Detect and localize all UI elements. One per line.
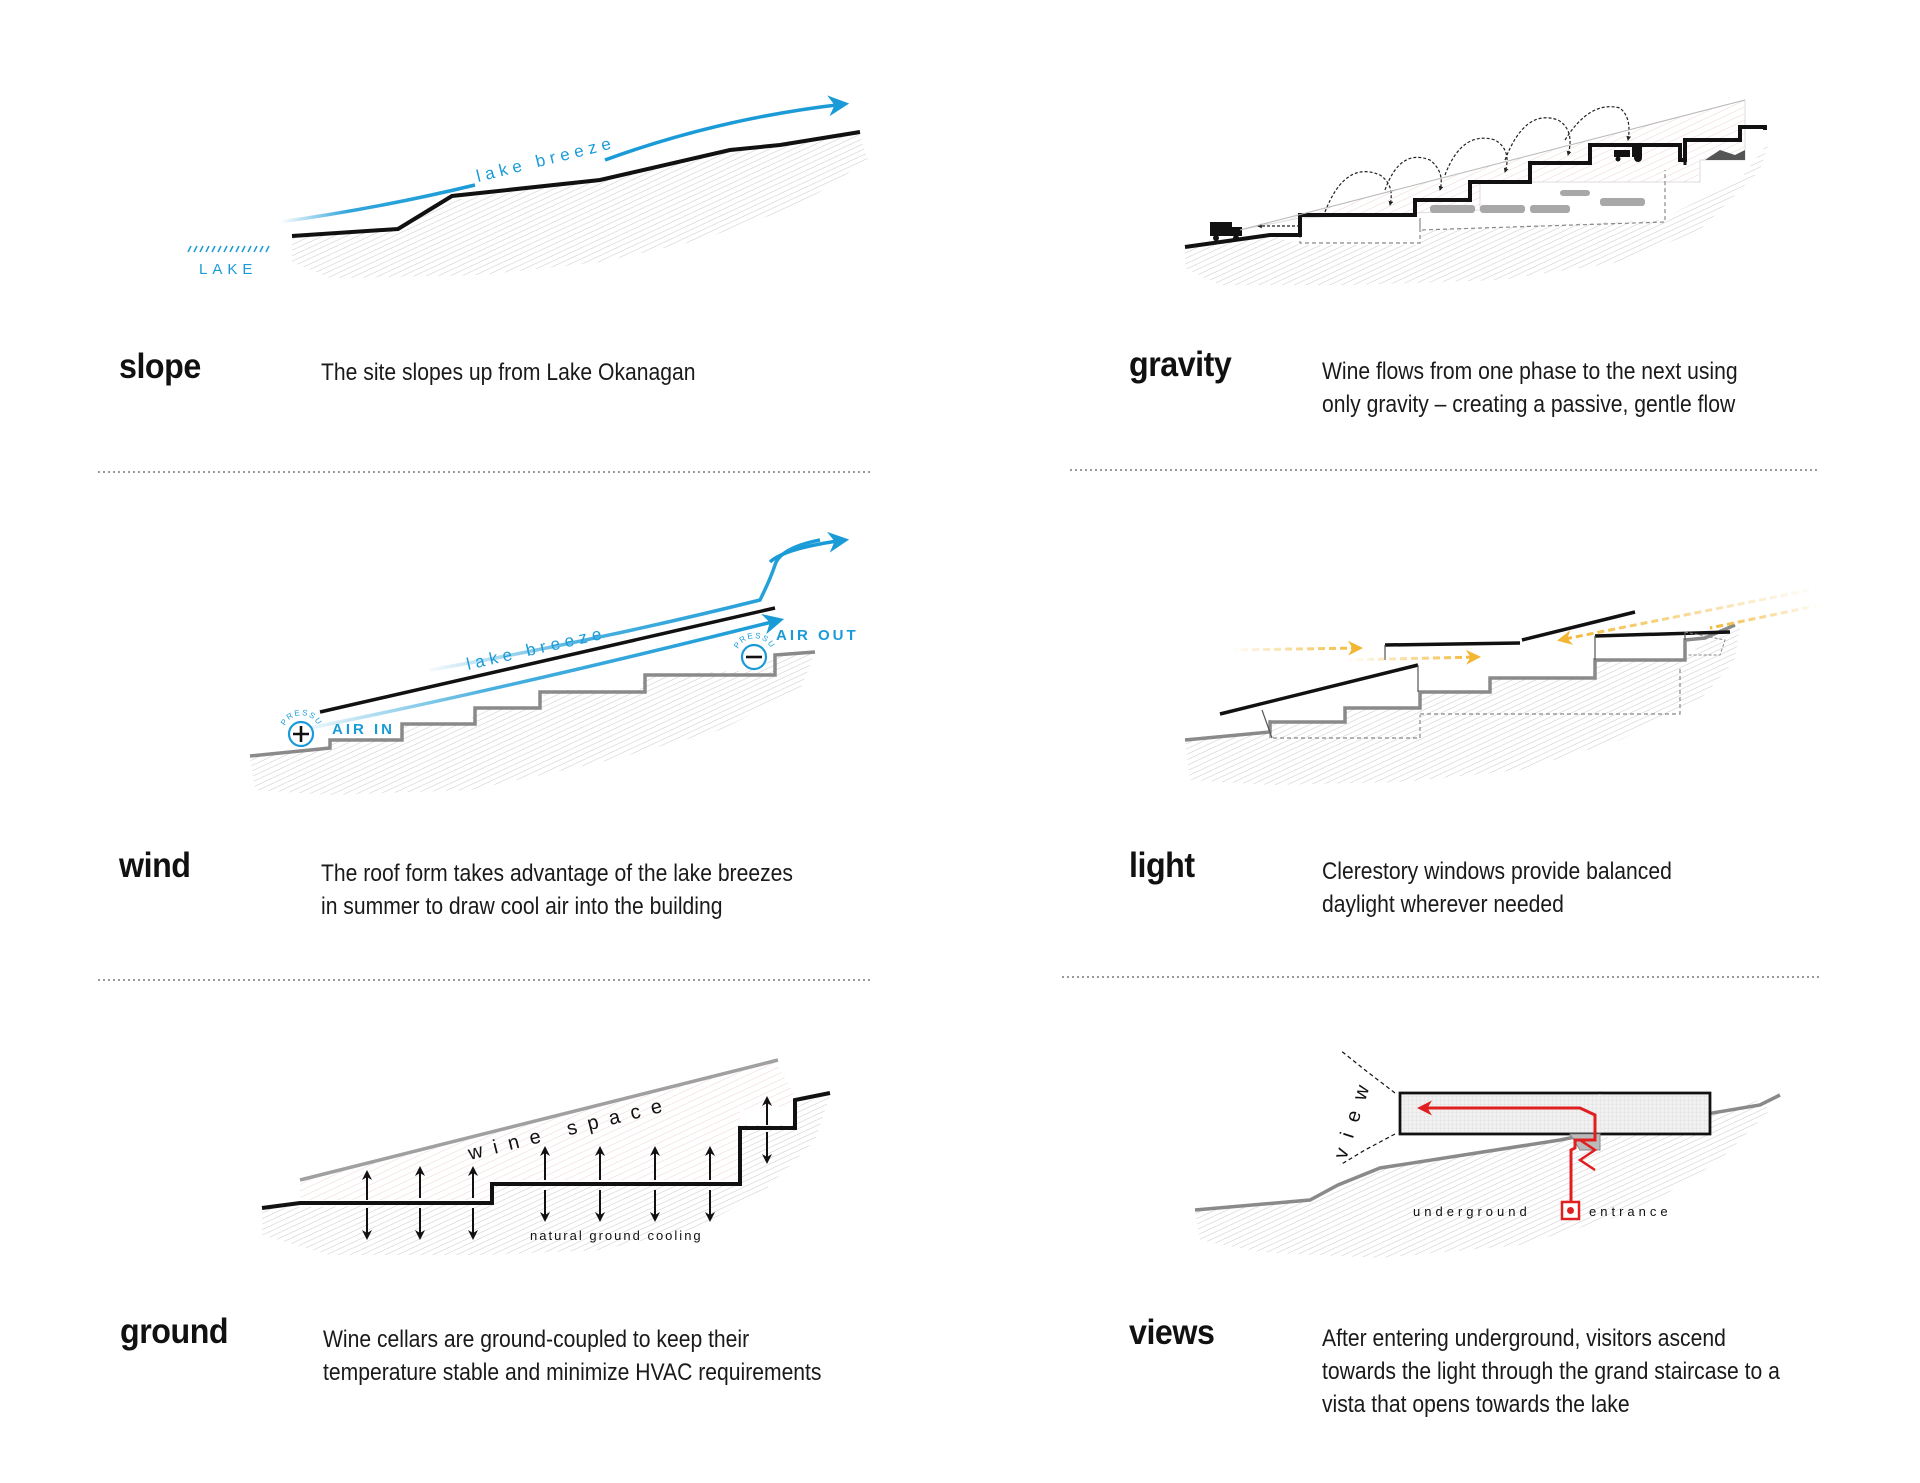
light-step-line xyxy=(1184,623,1736,742)
ground-cooling-label: natural ground cooling xyxy=(530,1228,703,1243)
air-out-label: AIR OUT xyxy=(776,627,859,644)
ground-soil-hatch xyxy=(262,1095,830,1255)
slope-breeze-label: lake breeze xyxy=(474,133,617,186)
light-title: light xyxy=(1129,846,1195,885)
light-diagram xyxy=(1184,586,1821,785)
wind-step-line xyxy=(249,650,816,758)
gravity-diagram xyxy=(1184,99,1770,285)
light-roof-1 xyxy=(1219,663,1419,716)
gravity-ground-hatch xyxy=(1185,140,1770,285)
light-description: Clerestory windows provide balanced dayl… xyxy=(1322,858,1672,918)
gravity-description: Wine flows from one phase to the next us… xyxy=(1322,358,1738,418)
tractor-icon xyxy=(1614,146,1642,162)
views-route-line xyxy=(1417,1100,1597,1208)
views-ground-line xyxy=(1194,1093,1781,1212)
ground-description: Wine cellars are ground-coupled to keep … xyxy=(323,1326,822,1386)
slope-title: slope xyxy=(119,347,201,386)
wind-title: wind xyxy=(119,846,191,885)
svg-text:PRESSURE: PRESSURE xyxy=(0,0,777,650)
dividers xyxy=(98,469,1822,981)
views-ground-hatch xyxy=(1195,1100,1770,1258)
slope-breeze-arrow xyxy=(279,183,476,224)
truck-icon xyxy=(1210,222,1242,241)
lake-label: LAKE xyxy=(199,261,257,278)
light-roof-3 xyxy=(1521,610,1636,642)
wind-roof-line xyxy=(319,606,776,714)
ground-roof-line xyxy=(299,1058,779,1182)
view-label: view xyxy=(1330,1071,1378,1162)
wind-diagram: lake breeze PRESSURE AIR IN PRESSURE AIR… xyxy=(0,0,859,795)
air-in-label: AIR IN xyxy=(332,721,395,738)
views-description: After entering underground, visitors asc… xyxy=(1322,1325,1780,1418)
slope-ground-hatch xyxy=(292,135,868,278)
gravity-step-line xyxy=(1184,125,1767,249)
wind-ground-hatch xyxy=(250,652,815,795)
wind-description: The roof form takes advantage of the lak… xyxy=(321,860,793,920)
light-roof-4 xyxy=(1594,630,1731,638)
sunlight-rays xyxy=(1229,586,1821,665)
lake-waves-icon xyxy=(187,245,270,253)
slope-diagram: lake breeze LAKE xyxy=(187,95,868,278)
ground-wine-space xyxy=(300,1060,800,1200)
ground-diagram: wine space natural ground cooling xyxy=(261,1058,831,1255)
ground-title: ground xyxy=(120,1312,229,1351)
light-roof-2 xyxy=(1384,641,1521,647)
ground-floor-line xyxy=(261,1091,831,1210)
slope-description: The site slopes up from Lake Okanagan xyxy=(321,359,696,386)
views-building-box xyxy=(1398,1091,1602,1136)
slope-ground-line xyxy=(291,130,861,238)
entrance-label: entrance xyxy=(1589,1204,1672,1219)
views-diagram: view underground entrance xyxy=(1194,1049,1781,1258)
light-ground-hatch xyxy=(1185,628,1740,785)
barrels-icon xyxy=(1430,190,1645,213)
grape-pile-icon xyxy=(1705,150,1745,160)
views-title: views xyxy=(1129,1313,1215,1352)
underground-label: underground xyxy=(1413,1204,1531,1219)
wind-breeze-lower xyxy=(299,613,785,732)
gravity-title: gravity xyxy=(1129,345,1232,384)
minus-pressure-icon: PRESSURE xyxy=(0,0,777,671)
cooling-arrows xyxy=(362,1096,772,1240)
